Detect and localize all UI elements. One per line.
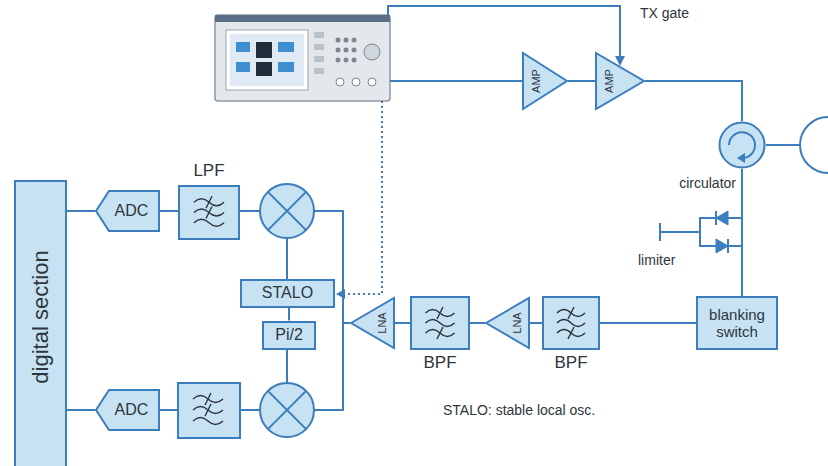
wire xyxy=(286,348,288,383)
note: STALO: stable local osc. xyxy=(443,402,595,418)
antenna-symbol xyxy=(800,117,828,173)
mixer-symbol xyxy=(260,184,314,238)
processing-block: digital section xyxy=(14,180,67,466)
wire xyxy=(240,409,260,411)
wire xyxy=(343,322,350,324)
shape-label: LPF xyxy=(193,161,224,181)
phase-shifter-box: Pi/2 xyxy=(262,321,316,350)
filter-block: LPF xyxy=(178,185,240,240)
amplifier-triangle: LNA xyxy=(350,297,395,349)
signal-wire xyxy=(67,210,95,212)
oscillator-box: STALO xyxy=(240,279,335,308)
shape-outline xyxy=(485,297,530,349)
shape-outline xyxy=(595,52,645,110)
filter-block: BPF xyxy=(542,296,600,350)
adc-block: ADC xyxy=(95,389,160,431)
signal-wire xyxy=(645,81,742,121)
shape-label: AMP xyxy=(603,69,616,93)
ground-symbol xyxy=(659,223,661,241)
filter-block: BPF xyxy=(410,296,470,350)
wire xyxy=(160,409,178,411)
mixer-symbol xyxy=(260,383,314,437)
circulator-symbol: circulator xyxy=(718,121,766,169)
adc-block: ADC xyxy=(95,190,160,232)
shape-label: circulator xyxy=(679,175,736,191)
box-label: STALO xyxy=(262,284,313,302)
shape-label: LNA xyxy=(511,312,524,333)
amplifier-triangle: LNA xyxy=(485,297,530,349)
signal-wire xyxy=(470,322,485,324)
wire xyxy=(286,238,288,280)
signal-wire xyxy=(67,409,95,411)
shape-label: LNA xyxy=(376,312,389,333)
signal-name: TX gate xyxy=(640,5,689,21)
signal-generator xyxy=(215,15,390,101)
signal-wire xyxy=(160,210,178,212)
shape-label: AMP xyxy=(530,69,543,93)
box-label: Pi/2 xyxy=(275,326,303,344)
wire xyxy=(240,210,260,212)
signal-wire xyxy=(288,308,290,321)
signal-wire xyxy=(741,169,743,296)
filter-symbol xyxy=(180,187,238,238)
amplifier-triangle: AMP xyxy=(595,52,645,110)
shape-outline xyxy=(350,297,395,349)
wire xyxy=(314,211,343,410)
control-line xyxy=(344,101,382,294)
arrowhead xyxy=(336,289,345,299)
filter-symbol xyxy=(544,298,598,348)
shape-outline xyxy=(522,52,568,110)
shape-label: BPF xyxy=(554,353,587,373)
diode-symbol xyxy=(716,211,728,253)
tx-gate-wire xyxy=(388,6,620,60)
amplifier-triangle: AMP xyxy=(522,52,568,110)
wire xyxy=(766,144,804,146)
filter-symbol xyxy=(412,298,468,348)
filter-symbol xyxy=(178,383,240,438)
part-name: limiter xyxy=(638,252,675,268)
shape-label: digital section xyxy=(28,250,53,383)
signal-wire xyxy=(568,80,595,82)
box-label: blanking switch xyxy=(704,306,770,341)
ground-wire xyxy=(660,231,700,233)
box-label: ADC xyxy=(115,202,149,220)
signal-wire xyxy=(530,322,542,324)
shape-outline xyxy=(718,121,766,169)
wires xyxy=(160,6,804,410)
wire xyxy=(390,80,522,82)
box-label: ADC xyxy=(115,401,149,419)
signal-wire xyxy=(395,322,410,324)
signal-wire xyxy=(600,322,696,324)
shape-label: BPF xyxy=(423,353,456,373)
switch-box: blanking switch xyxy=(696,296,778,350)
